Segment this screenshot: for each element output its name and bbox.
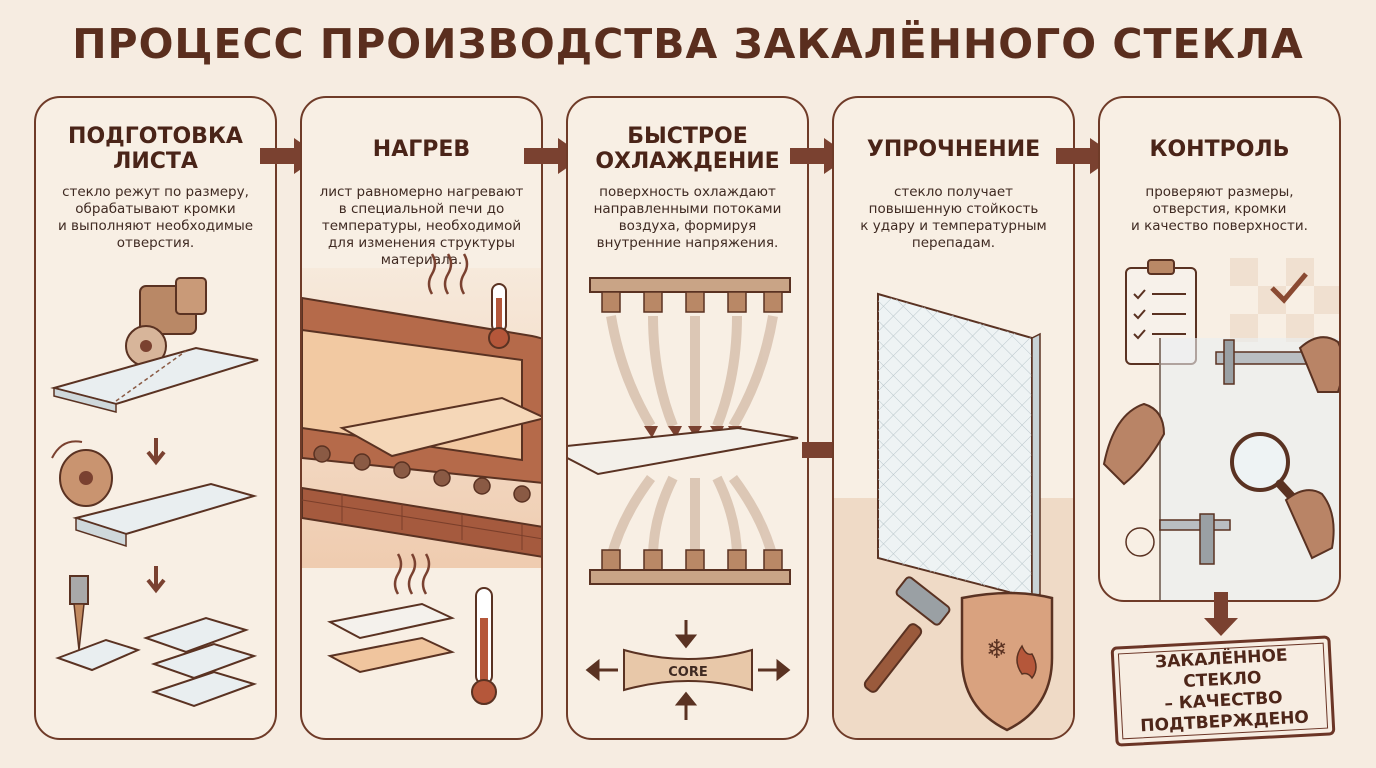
grinder-icon [51,440,113,507]
step-panel-heating: НАГРЕВ лист равномерно нагревают в специ… [300,96,543,740]
control-illustration [1102,258,1339,600]
quenching-illustration: CORE [568,277,799,720]
quality-stamp-text: ЗАКАЛЁННОЕ СТЕКЛО – КАЧЕСТВО ПОДТВЕРЖДЕН… [1139,645,1310,737]
step-panel-quenching: БЫСТРОЕ ОХЛАЖДЕНИЕ поверхность охлаждают… [566,96,809,740]
heating-illustration [302,253,541,705]
page-title: ПРОЦЕСС ПРОИЗВОДСТВА ЗАКАЛЁННОГО СТЕКЛА [72,20,1304,68]
drill-icon [69,575,89,651]
saw-icon [125,277,207,367]
step-desc-heating: лист равномерно нагревают в специальной … [319,184,524,268]
core-label: CORE [668,665,707,680]
step-title-control: КОНТРОЛЬ [1149,137,1290,162]
step-title-preparation: ПОДГОТОВКА ЛИСТА [68,124,243,174]
thermometer-icon [488,283,510,349]
down-arrow-to-stamp [1204,592,1238,636]
step-panel-control: КОНТРОЛЬ проверяют размеры, отверстия, к… [1098,96,1341,602]
hammer-icon [863,576,951,693]
step-desc-quenching: поверхность охлаждают направленными пото… [593,184,782,251]
caliper-icon [1125,513,1231,565]
air-nozzle-icon [589,277,791,313]
quality-stamp: ЗАКАЛЁННОЕ СТЕКЛО – КАЧЕСТВО ПОДТВЕРЖДЕН… [1110,635,1336,747]
strengthening-illustration: ❄ [834,292,1073,738]
caliper-icon [1215,339,1317,385]
preparation-illustration [50,277,259,708]
air-nozzle-icon [589,549,791,585]
step-desc-control: проверяют размеры, отверстия, кромки и к… [1131,184,1308,234]
step-title-heating: НАГРЕВ [372,137,471,162]
step-title-strengthening: УПРОЧНЕНИЕ [866,137,1041,162]
step-title-quenching: БЫСТРОЕ ОХЛАЖДЕНИЕ [595,124,780,174]
step-panel-strengthening: УПРОЧНЕНИЕ стекло получает повышенную ст… [832,96,1075,740]
checkmark-icon [1270,272,1308,304]
thermometer-icon [471,587,497,705]
svg-text:❄: ❄ [986,635,1008,665]
step-desc-preparation: стекло режут по размеру, обрабатывают кр… [57,184,254,251]
step-desc-strengthening: стекло получает повышенную стойкость к у… [860,184,1047,251]
shield-icon: ❄ [960,591,1054,732]
step-panel-preparation: ПОДГОТОВКА ЛИСТА стекло режут по размеру… [34,96,277,740]
